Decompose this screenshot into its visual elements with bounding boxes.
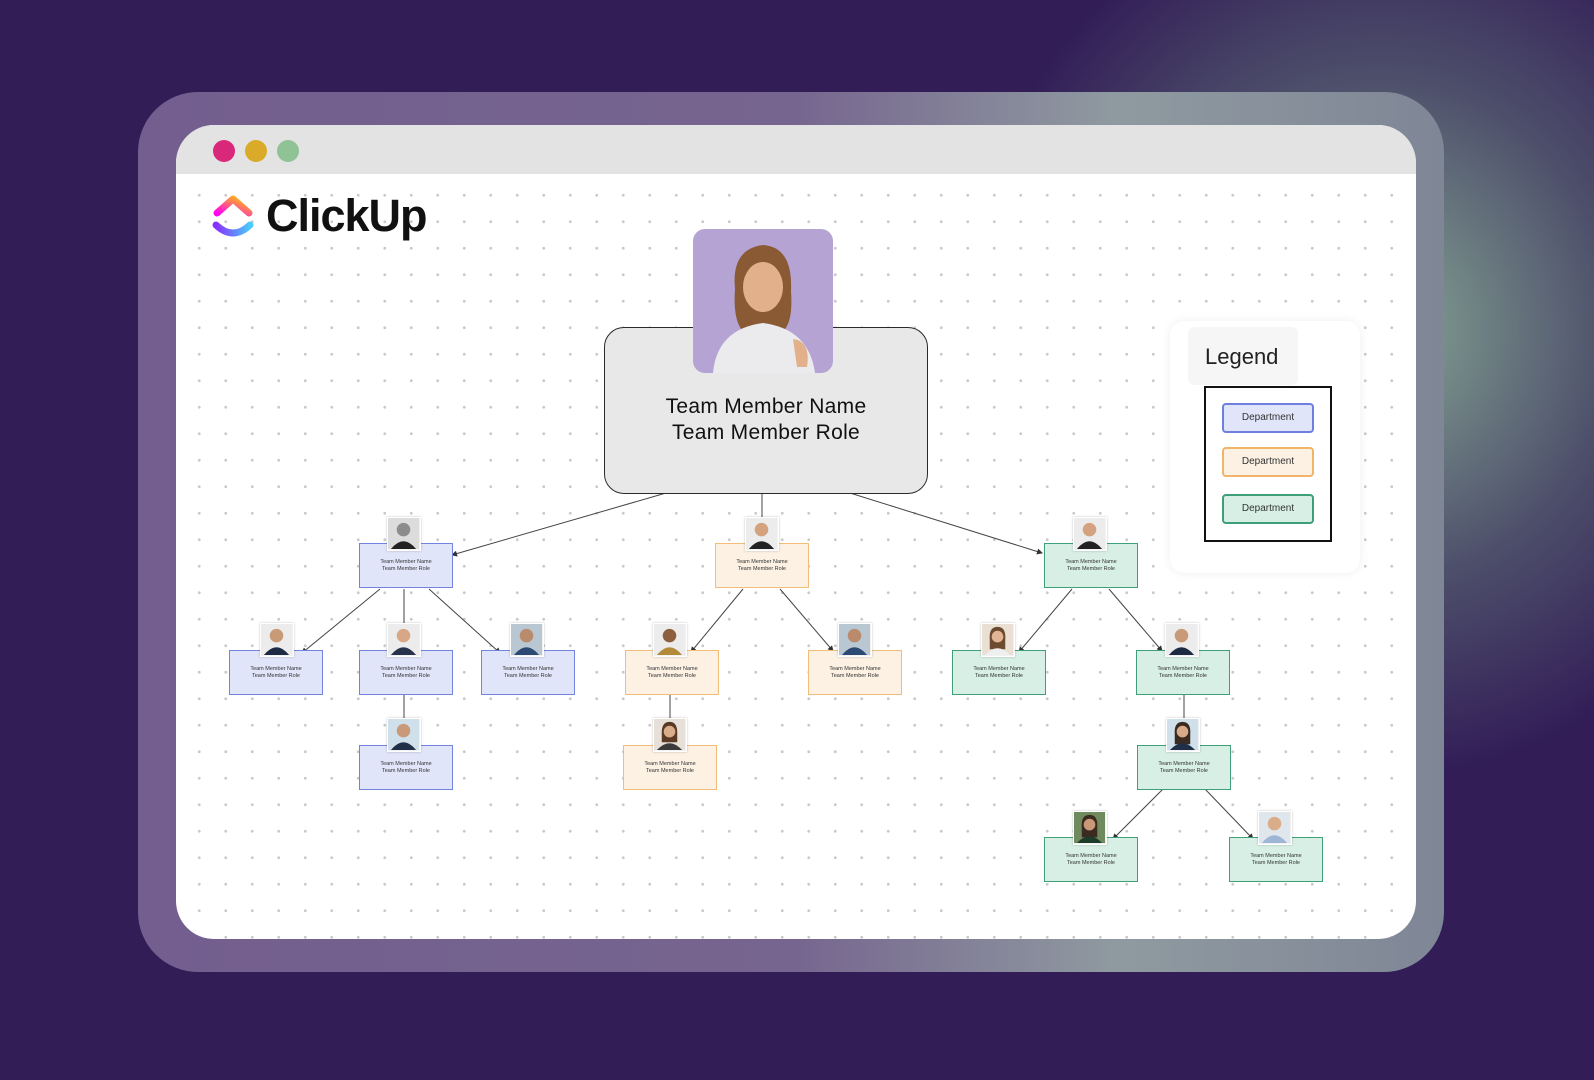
legend-item-department-green: Department [1222,494,1314,524]
member-role: Team Member Role [382,768,430,774]
legend-item-department-blue: Department [1222,403,1314,433]
member-name: Team Member Name [736,559,788,565]
member-avatar [653,718,687,752]
root-member-name: Team Member Name [665,395,867,418]
org-chart-connectors [301,492,1254,840]
member-name: Team Member Name [1065,853,1117,859]
org-node-blue-4[interactable]: Team Member Name Team Member Role [359,745,453,790]
minimize-window-button[interactable] [245,140,267,162]
member-role: Team Member Role [252,673,300,679]
brand-name: ClickUp [266,190,428,241]
member-avatar [745,517,779,551]
member-name: Team Member Name [1157,666,1209,672]
member-avatar [1166,718,1200,752]
org-node-orange-1[interactable]: Team Member Name Team Member Role [625,650,719,695]
member-role: Team Member Role [1067,566,1115,572]
member-name: Team Member Name [644,761,696,767]
person-avatar-icon [1259,812,1290,843]
member-avatar [1073,517,1107,551]
member-name: Team Member Name [250,666,302,672]
member-name: Team Member Name [973,666,1025,672]
member-name: Team Member Name [1158,761,1210,767]
member-role: Team Member Role [648,673,696,679]
org-node-orange-2[interactable]: Team Member Name Team Member Role [808,650,902,695]
legend-panel[interactable]: Legend Department Department Department [1170,321,1360,573]
root-member-role: Team Member Role [671,421,861,444]
person-avatar-icon [388,518,419,549]
member-avatar [387,517,421,551]
legend-header [1188,327,1298,385]
title-bar [176,125,1416,174]
org-node-blue-2[interactable]: Team Member Name Team Member Role [359,650,453,695]
member-avatar [1258,811,1292,845]
person-avatar-icon [388,624,419,655]
member-avatar [838,623,872,657]
person-avatar-icon [388,719,419,750]
member-avatar [387,623,421,657]
root-member-photo [693,229,833,373]
member-role: Team Member Role [1067,860,1115,866]
member-role: Team Member Role [831,673,879,679]
member-avatar [387,718,421,752]
member-role: Team Member Role [1252,860,1300,866]
member-name: Team Member Name [829,666,881,672]
member-avatar [981,623,1015,657]
person-avatar-icon [511,624,542,655]
member-role: Team Member Role [1159,673,1207,679]
legend-item-department-orange: Department [1222,447,1314,477]
person-avatar-icon [654,624,685,655]
member-role: Team Member Role [382,566,430,572]
app-window: ClickUp Team Member Name Te [176,125,1416,939]
member-name: Team Member Name [1250,853,1302,859]
legend-items-frame: Department Department Department [1204,386,1332,542]
org-node-green-1[interactable]: Team Member Name Team Member Role [952,650,1046,695]
person-avatar-icon [746,518,777,549]
person-avatar-icon [1074,812,1105,843]
person-avatar-icon [654,719,685,750]
member-avatar [1073,811,1107,845]
member-name: Team Member Name [380,761,432,767]
org-node-green-lead[interactable]: Team Member Name Team Member Role [1044,543,1138,588]
clickup-logo-icon [212,195,254,237]
member-avatar [260,623,294,657]
member-role: Team Member Role [1160,768,1208,774]
person-avatar-icon [261,624,292,655]
org-node-blue-1[interactable]: Team Member Name Team Member Role [229,650,323,695]
member-role: Team Member Role [738,566,786,572]
member-role: Team Member Role [646,768,694,774]
person-avatar-icon [1166,624,1197,655]
org-node-blue-3[interactable]: Team Member Name Team Member Role [481,650,575,695]
legend-title: Legend [1205,344,1279,369]
close-window-button[interactable] [213,140,235,162]
person-photo-icon [713,245,815,373]
person-avatar-icon [1074,518,1105,549]
person-avatar-icon [839,624,870,655]
org-node-green-2[interactable]: Team Member Name Team Member Role [1136,650,1230,695]
person-avatar-icon [982,624,1013,655]
member-avatar [510,623,544,657]
member-name: Team Member Name [502,666,554,672]
person-avatar-icon [1167,719,1198,750]
member-role: Team Member Role [382,673,430,679]
member-name: Team Member Name [380,666,432,672]
maximize-window-button[interactable] [277,140,299,162]
member-name: Team Member Name [1065,559,1117,565]
member-name: Team Member Name [380,559,432,565]
member-name: Team Member Name [646,666,698,672]
member-avatar [653,623,687,657]
member-role: Team Member Role [975,673,1023,679]
member-role: Team Member Role [504,673,552,679]
member-avatar [1165,623,1199,657]
